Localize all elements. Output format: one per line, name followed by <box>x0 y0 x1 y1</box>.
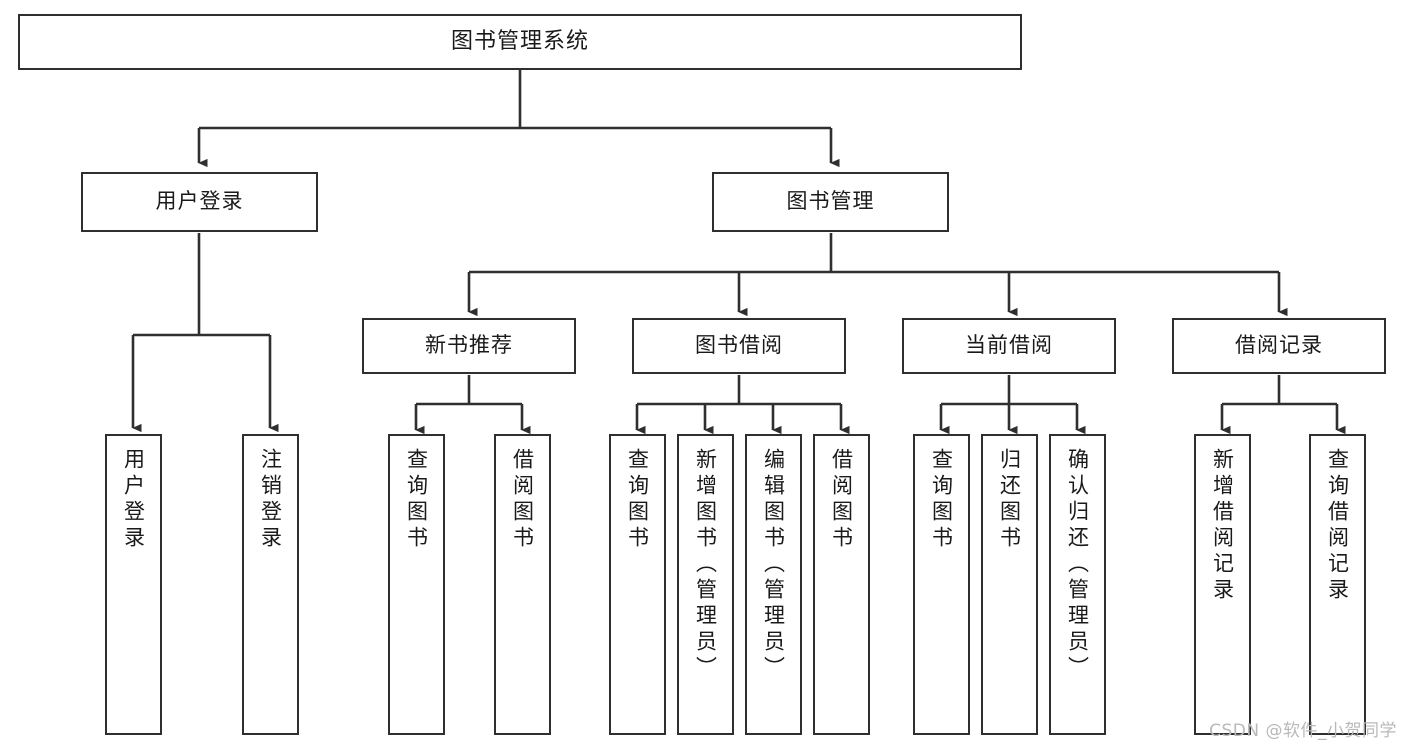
node-label: 新增图书（管理员） <box>693 448 718 682</box>
node-label: 用户登录 <box>155 189 244 214</box>
node-label: 图书管理 <box>786 189 875 214</box>
edge-newbook-to-leaves <box>414 375 531 435</box>
node-label: 确认归还（管理员） <box>1065 448 1090 682</box>
node-leaf-logout[interactable]: 注销登录 <box>242 434 299 735</box>
node-user-login[interactable]: 用户登录 <box>81 172 318 232</box>
node-label: 图书管理系统 <box>450 28 589 54</box>
node-label: 当前借阅 <box>965 333 1053 358</box>
node-leaf-borrow-book-2[interactable]: 借阅图书 <box>813 434 870 735</box>
node-label: 注销登录 <box>258 448 283 552</box>
node-label: 查询图书 <box>625 448 650 552</box>
edge-bookmanage-to-level2 <box>467 233 1288 317</box>
node-leaf-query-book-1[interactable]: 查询图书 <box>388 434 445 735</box>
node-leaf-add-book[interactable]: 新增图书（管理员） <box>677 434 734 735</box>
node-leaf-borrow-book-1[interactable]: 借阅图书 <box>494 434 551 735</box>
node-book-manage[interactable]: 图书管理 <box>712 172 949 232</box>
csdn-watermark: CSDN @软件_小贺同学 <box>1209 721 1397 741</box>
node-label: 新增借阅记录 <box>1210 448 1235 604</box>
node-leaf-query-book-2[interactable]: 查询图书 <box>609 434 666 735</box>
node-leaf-return-book[interactable]: 归还图书 <box>981 434 1038 735</box>
node-leaf-query-record[interactable]: 查询借阅记录 <box>1309 434 1366 735</box>
node-label: 用户登录 <box>121 448 146 552</box>
node-label: 借阅图书 <box>829 448 854 552</box>
node-current-borrow[interactable]: 当前借阅 <box>902 318 1116 374</box>
node-label: 查询图书 <box>404 448 429 552</box>
edge-root-to-level1 <box>197 70 840 168</box>
node-label: 图书借阅 <box>695 333 783 358</box>
edge-bookborrow-to-leaves <box>635 375 850 435</box>
node-label: 新书推荐 <box>425 333 513 358</box>
node-borrow-record[interactable]: 借阅记录 <box>1172 318 1386 374</box>
node-root-system[interactable]: 图书管理系统 <box>18 14 1022 70</box>
node-leaf-add-record[interactable]: 新增借阅记录 <box>1194 434 1251 735</box>
edge-borrowrecord-to-leaves <box>1220 375 1346 435</box>
node-label: 归还图书 <box>997 448 1022 552</box>
node-label: 查询图书 <box>929 448 954 552</box>
node-label: 借阅图书 <box>510 448 535 552</box>
edge-currentborrow-to-leaves <box>939 375 1086 435</box>
edge-userlogin-to-leaves <box>131 233 279 433</box>
node-label: 查询借阅记录 <box>1325 448 1350 604</box>
node-leaf-confirm-return[interactable]: 确认归还（管理员） <box>1049 434 1106 735</box>
node-leaf-edit-book[interactable]: 编辑图书（管理员） <box>745 434 802 735</box>
node-new-book-recommend[interactable]: 新书推荐 <box>362 318 576 374</box>
node-book-borrow[interactable]: 图书借阅 <box>632 318 846 374</box>
node-leaf-user-login[interactable]: 用户登录 <box>105 434 162 735</box>
node-label: 借阅记录 <box>1235 333 1323 358</box>
node-label: 编辑图书（管理员） <box>761 448 786 682</box>
node-leaf-query-book-3[interactable]: 查询图书 <box>913 434 970 735</box>
